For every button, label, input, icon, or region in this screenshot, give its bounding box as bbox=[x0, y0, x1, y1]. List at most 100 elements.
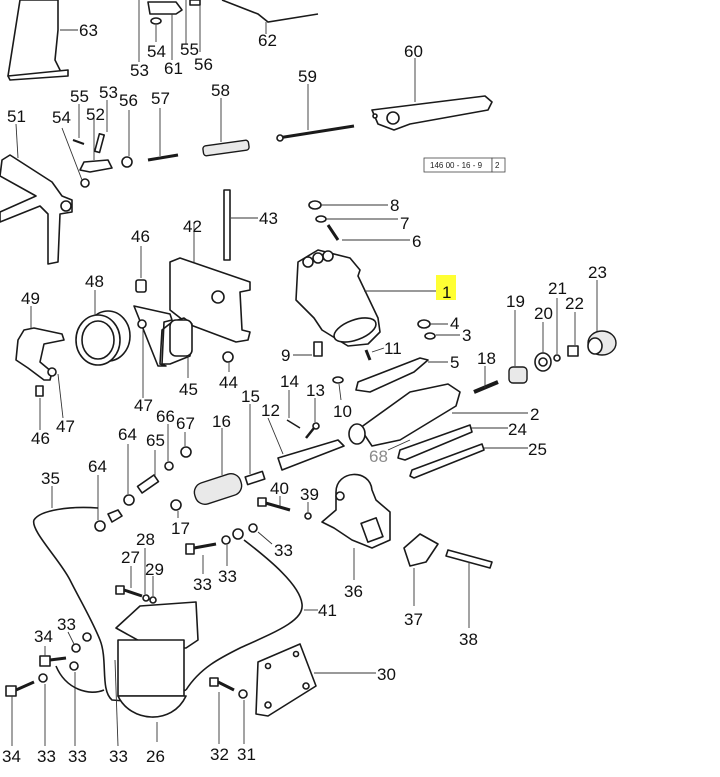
part-63-bracket bbox=[7, 0, 78, 81]
callout-11: 11 bbox=[384, 339, 402, 358]
callout-40: 40 bbox=[270, 479, 289, 498]
callout-63: 63 bbox=[79, 21, 98, 40]
callout-47a: 47 bbox=[134, 396, 153, 415]
callout-36: 36 bbox=[344, 582, 363, 601]
part-1-injection-pump bbox=[295, 249, 440, 347]
callout-10: 10 bbox=[333, 402, 352, 421]
part-60-tube bbox=[371, 58, 493, 131]
callout-39: 39 bbox=[300, 485, 319, 504]
callout-53a: 53 bbox=[130, 61, 149, 80]
callout-28: 28 bbox=[136, 530, 155, 549]
callout-3: 3 bbox=[462, 326, 471, 345]
part-19-sleeve bbox=[508, 310, 528, 384]
callout-33g: 33 bbox=[109, 747, 128, 766]
part-10-washer bbox=[332, 376, 344, 401]
part-57-stud bbox=[147, 108, 179, 162]
highlight-part-1 bbox=[436, 275, 456, 300]
callout-51: 51 bbox=[7, 107, 26, 126]
callout-8: 8 bbox=[390, 196, 399, 215]
part-51-lever bbox=[0, 123, 73, 265]
part-9-fitting bbox=[293, 341, 323, 357]
part-43-rod bbox=[223, 189, 258, 261]
callout-9: 9 bbox=[281, 346, 290, 365]
callout-33f: 33 bbox=[68, 747, 87, 766]
callout-14: 14 bbox=[280, 372, 299, 391]
part-22-valve bbox=[567, 312, 579, 357]
part-25-gasket bbox=[409, 443, 528, 479]
part-48-pulley bbox=[75, 290, 131, 366]
callout-41: 41 bbox=[318, 601, 337, 620]
part-20-nut bbox=[534, 322, 552, 372]
part-4-3-hardware bbox=[417, 319, 460, 340]
callout-1[interactable]: 1 bbox=[442, 283, 451, 302]
callout-23: 23 bbox=[588, 263, 607, 282]
part-44-nut bbox=[222, 351, 234, 372]
part-33-hardware-mid bbox=[185, 523, 273, 574]
callout-38: 38 bbox=[459, 630, 478, 649]
callout-43: 43 bbox=[259, 209, 278, 228]
part-8-7-6-hardware bbox=[308, 200, 410, 241]
callout-22: 22 bbox=[565, 294, 584, 313]
callout-30: 30 bbox=[377, 665, 396, 684]
callout-64a: 64 bbox=[118, 425, 137, 444]
part-17-nut bbox=[170, 499, 182, 518]
part-39-washer bbox=[304, 502, 312, 520]
callout-19: 19 bbox=[506, 292, 525, 311]
callout-33c: 33 bbox=[274, 541, 293, 560]
part-38-pin bbox=[445, 549, 493, 628]
callout-52: 52 bbox=[86, 105, 105, 124]
callout-27: 27 bbox=[121, 548, 140, 567]
callout-33b: 33 bbox=[218, 567, 237, 586]
reference-code: 146 00 - 16 - 9 bbox=[430, 161, 483, 170]
part-15-pin bbox=[244, 404, 266, 486]
callout-59: 59 bbox=[298, 67, 317, 86]
part-24-gasket bbox=[397, 424, 508, 461]
callout-24: 24 bbox=[508, 420, 527, 439]
part-34-33-hardware-left bbox=[5, 631, 119, 747]
part-45-housing bbox=[133, 305, 193, 378]
part-30-plate bbox=[255, 643, 376, 717]
part-12-shaft bbox=[267, 417, 345, 471]
callout-33d: 33 bbox=[57, 615, 76, 634]
callout-55a: 55 bbox=[180, 40, 199, 59]
part-58-spring bbox=[202, 98, 250, 157]
callout-55b: 55 bbox=[70, 87, 89, 106]
callout-54a: 54 bbox=[147, 42, 166, 61]
callout-65: 65 bbox=[146, 431, 165, 450]
callout-68: 68 bbox=[369, 447, 388, 466]
part-2-housing bbox=[348, 383, 528, 447]
callout-49: 49 bbox=[21, 289, 40, 308]
callout-56b: 56 bbox=[119, 91, 138, 110]
part-62-rod bbox=[221, 0, 319, 34]
part-52-clip bbox=[61, 100, 133, 188]
part-23-cap bbox=[587, 280, 617, 356]
part-49-fork bbox=[15, 306, 65, 430]
callout-33a: 33 bbox=[193, 575, 212, 594]
callout-66: 66 bbox=[156, 407, 175, 426]
part-21-washer bbox=[553, 298, 561, 362]
callout-33e: 33 bbox=[37, 747, 56, 766]
callout-29: 29 bbox=[145, 560, 164, 579]
callout-44: 44 bbox=[219, 373, 238, 392]
callout-17: 17 bbox=[171, 519, 190, 538]
part-27-28-29-hardware bbox=[115, 548, 157, 604]
part-26-filter bbox=[115, 601, 199, 742]
part-32-31-hardware bbox=[209, 677, 248, 744]
callout-57: 57 bbox=[151, 89, 170, 108]
callout-15: 15 bbox=[241, 387, 260, 406]
part-68-gasket bbox=[387, 439, 411, 451]
callout-48: 48 bbox=[85, 272, 104, 291]
part-41-cable bbox=[185, 528, 318, 691]
callout-67: 67 bbox=[176, 414, 195, 433]
callout-47b: 47 bbox=[56, 417, 75, 436]
callout-25: 25 bbox=[528, 440, 547, 459]
part-11-pin bbox=[364, 347, 385, 361]
callout-13: 13 bbox=[306, 381, 325, 400]
callout-45: 45 bbox=[179, 380, 198, 399]
callout-53b: 53 bbox=[99, 83, 118, 102]
callout-20: 20 bbox=[534, 304, 553, 323]
callout-62: 62 bbox=[258, 31, 277, 50]
callout-4: 4 bbox=[450, 314, 459, 333]
callout-34a: 34 bbox=[34, 627, 53, 646]
